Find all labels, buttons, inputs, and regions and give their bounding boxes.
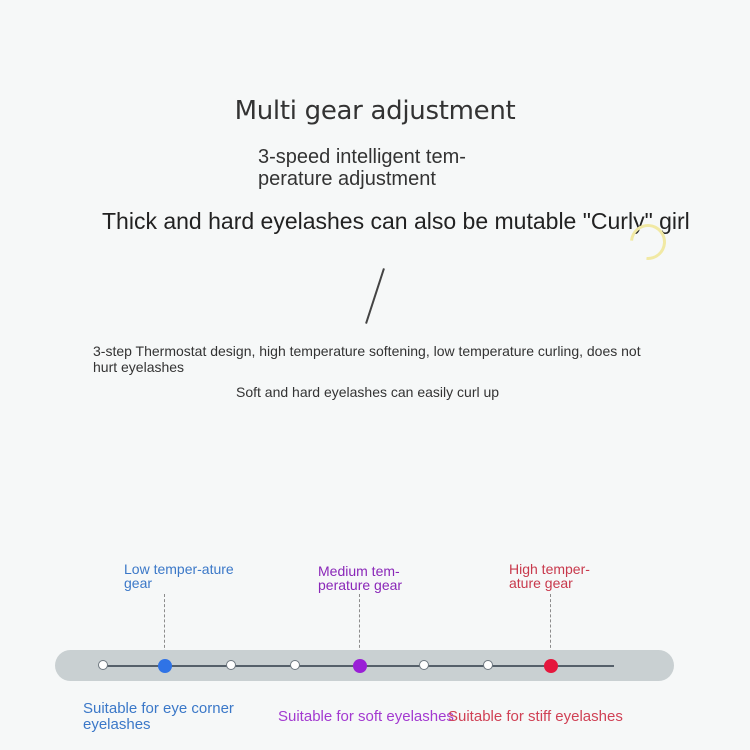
- page-title: Multi gear adjustment: [234, 96, 516, 126]
- medium-gear-suitability: Suitable for soft eyelashes: [278, 708, 454, 725]
- high-gear-label: High temper-ature gear: [509, 561, 590, 591]
- medium-gear-connector: [359, 594, 360, 658]
- description-thermostat: 3-step Thermostat design, high temperatu…: [93, 343, 641, 375]
- medium-gear-node: [353, 659, 367, 673]
- slash-divider: [365, 268, 385, 324]
- high-gear-connector: [550, 594, 551, 658]
- low-gear-suitability: Suitable for eye corner eyelashes: [83, 700, 234, 733]
- track-node: [98, 660, 108, 670]
- high-gear-suitability: Suitable for stiff eyelashes: [448, 708, 623, 725]
- track-node: [483, 660, 493, 670]
- subtitle: 3-speed intelligent tem-perature adjustm…: [258, 146, 466, 190]
- headline: Thick and hard eyelashes can also be mut…: [102, 208, 690, 234]
- low-gear-label: Low temper-ature gear: [124, 561, 234, 591]
- high-gear-node: [544, 659, 558, 673]
- track-node: [290, 660, 300, 670]
- low-gear-connector: [164, 594, 165, 658]
- track-node: [419, 660, 429, 670]
- track-node: [226, 660, 236, 670]
- low-gear-node: [158, 659, 172, 673]
- medium-gear-label: Medium tem-perature gear: [318, 563, 403, 593]
- corner-decoration: [0, 0, 121, 91]
- description-curl: Soft and hard eyelashes can easily curl …: [236, 384, 500, 400]
